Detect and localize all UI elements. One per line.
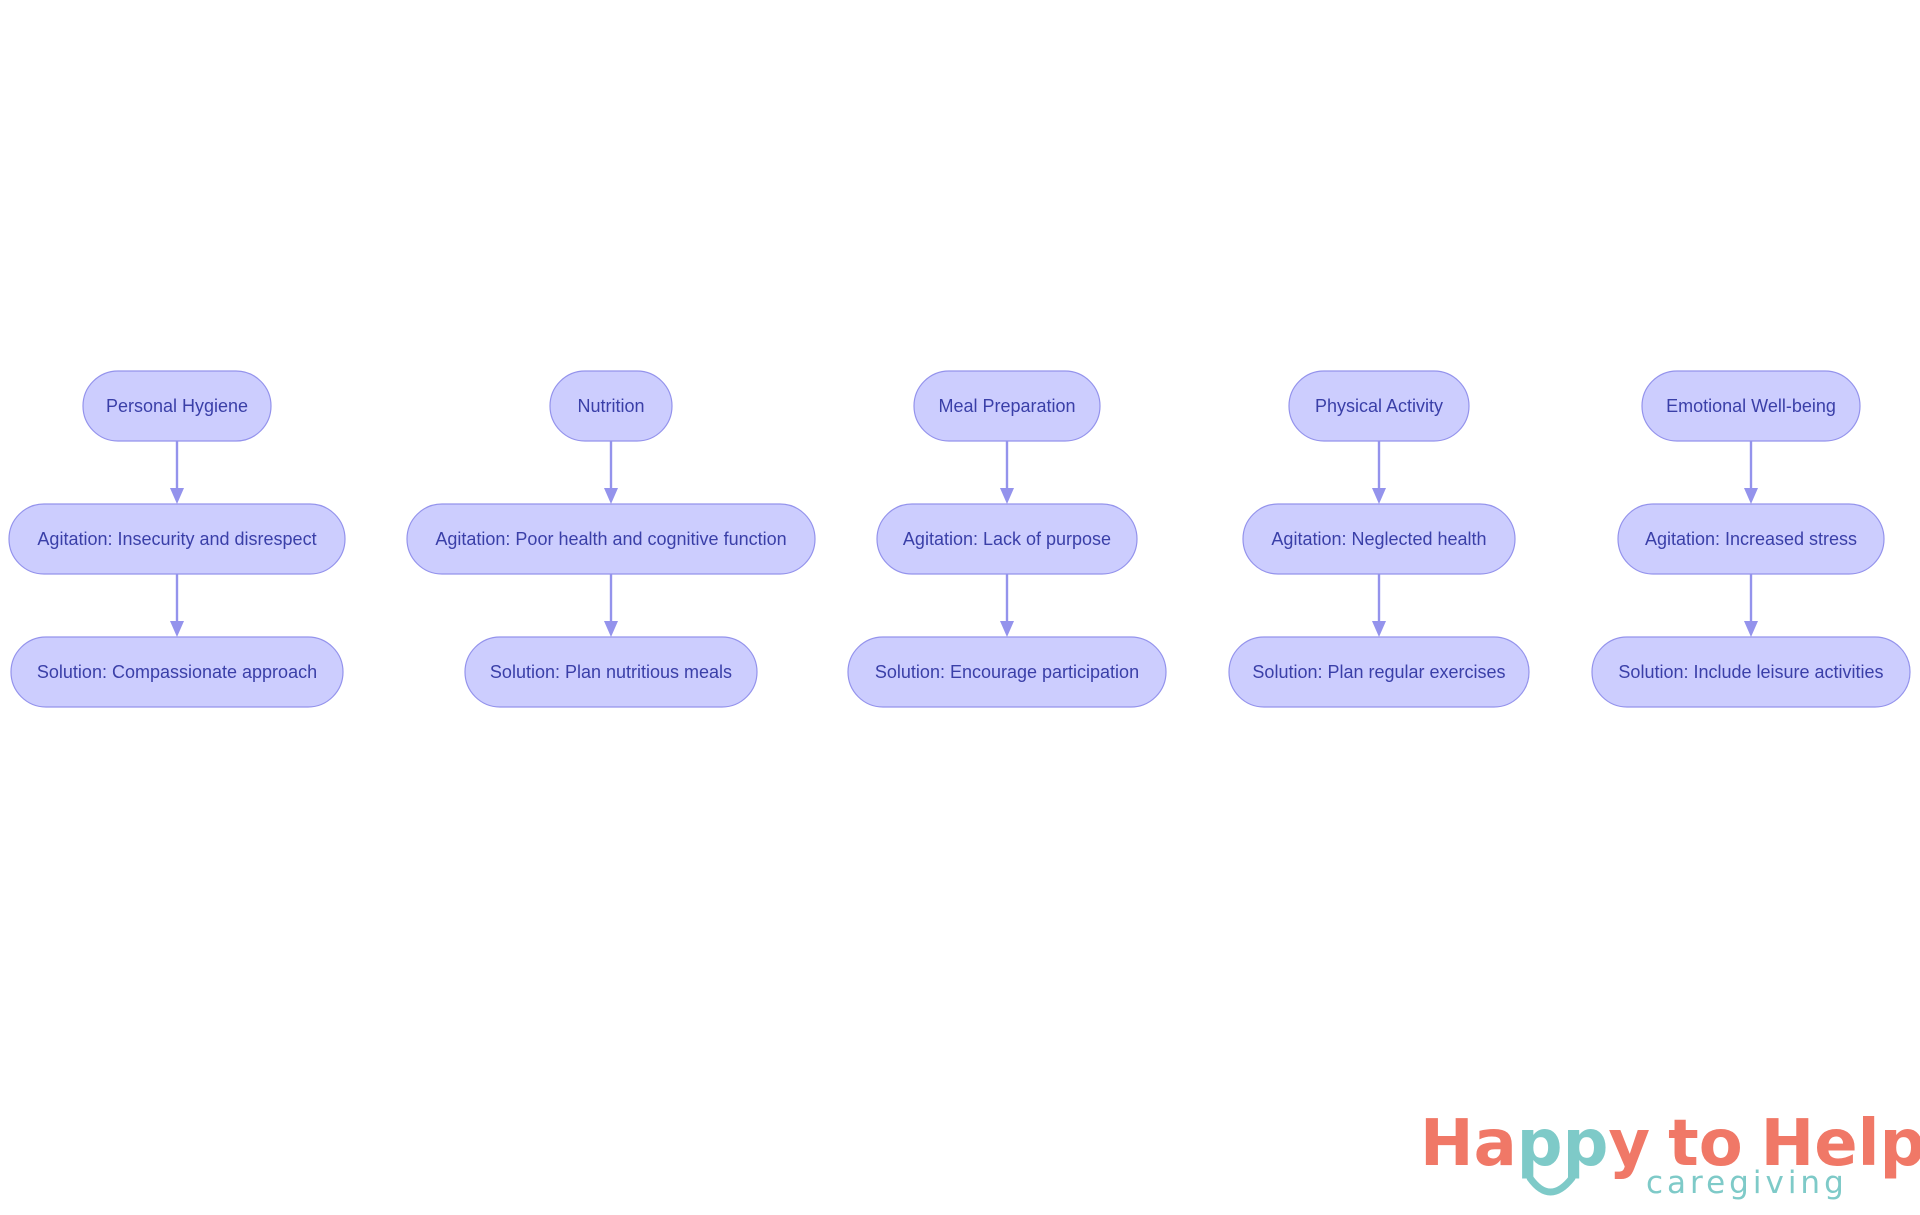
emotional-solution-node: Solution: Include leisure activities <box>1591 636 1911 708</box>
arrow-head-icon <box>1372 488 1386 504</box>
smile-icon <box>1526 1174 1576 1196</box>
nutrition-topic-node: Nutrition <box>549 370 673 442</box>
meal-prep-edge-topic-to-agitation <box>1000 441 1014 504</box>
hygiene-solution-node: Solution: Compassionate approach <box>10 636 344 708</box>
nutrition-solution-node-box <box>464 636 758 708</box>
nutrition-solution-node: Solution: Plan nutritious meals <box>464 636 758 708</box>
nutrition-topic-node-label: Nutrition <box>577 396 644 416</box>
nutrition-edge-agitation-to-solution <box>604 574 618 637</box>
meal-prep-solution-node-label: Solution: Encourage participation <box>875 662 1139 682</box>
meal-prep-topic-node: Meal Preparation <box>913 370 1101 442</box>
arrow-head-icon <box>1000 621 1014 637</box>
meal-prep-solution-node: Solution: Encourage participation <box>847 636 1167 708</box>
flow-edges <box>170 441 1758 637</box>
arrow-head-icon <box>170 488 184 504</box>
logo-text-caregiving: caregiving <box>1646 1165 1848 1201</box>
emotional-agitation-node-label: Agitation: Increased stress <box>1645 529 1857 549</box>
physical-edge-agitation-to-solution <box>1372 574 1386 637</box>
emotional-solution-node-box <box>1591 636 1911 708</box>
logo-text-to: to <box>1668 1107 1743 1181</box>
arrow-head-icon <box>604 621 618 637</box>
emotional-edge-topic-to-agitation <box>1744 441 1758 504</box>
hygiene-topic-node-label: Personal Hygiene <box>106 396 248 416</box>
physical-agitation-node-box <box>1242 503 1516 575</box>
meal-prep-agitation-node-label: Agitation: Lack of purpose <box>903 529 1111 549</box>
meal-prep-solution-node-box <box>847 636 1167 708</box>
meal-prep-agitation-node: Agitation: Lack of purpose <box>876 503 1138 575</box>
emotional-topic-node-label: Emotional Well-being <box>1666 396 1836 416</box>
physical-edge-topic-to-agitation <box>1372 441 1386 504</box>
emotional-edge-agitation-to-solution <box>1744 574 1758 637</box>
nutrition-agitation-node: Agitation: Poor health and cognitive fun… <box>406 503 816 575</box>
physical-solution-node-box <box>1228 636 1530 708</box>
nutrition-topic-node-box <box>549 370 673 442</box>
arrow-head-icon <box>1000 488 1014 504</box>
hygiene-solution-node-label: Solution: Compassionate approach <box>37 662 317 682</box>
meal-prep-edge-agitation-to-solution <box>1000 574 1014 637</box>
nutrition-agitation-node-label: Agitation: Poor health and cognitive fun… <box>435 529 786 549</box>
nutrition-edge-topic-to-agitation <box>604 441 618 504</box>
physical-solution-node-label: Solution: Plan regular exercises <box>1252 662 1505 682</box>
hygiene-topic-node: Personal Hygiene <box>82 370 272 442</box>
emotional-solution-node-label: Solution: Include leisure activities <box>1618 662 1883 682</box>
hygiene-topic-node-box <box>82 370 272 442</box>
physical-topic-node-box <box>1288 370 1470 442</box>
emotional-agitation-node: Agitation: Increased stress <box>1617 503 1885 575</box>
nutrition-agitation-node-box <box>406 503 816 575</box>
emotional-agitation-node-box <box>1617 503 1885 575</box>
hygiene-agitation-node-label: Agitation: Insecurity and disrespect <box>37 529 316 549</box>
physical-topic-node-label: Physical Activity <box>1315 396 1443 416</box>
hygiene-edge-agitation-to-solution <box>170 574 184 637</box>
emotional-topic-node-box <box>1641 370 1861 442</box>
logo-text-happy-pp: pp <box>1517 1107 1609 1181</box>
meal-prep-topic-node-box <box>913 370 1101 442</box>
meal-prep-agitation-node-box <box>876 503 1138 575</box>
hygiene-agitation-node: Agitation: Insecurity and disrespect <box>8 503 346 575</box>
emotional-topic-node: Emotional Well-being <box>1641 370 1861 442</box>
physical-agitation-node-label: Agitation: Neglected health <box>1271 529 1486 549</box>
hygiene-edge-topic-to-agitation <box>170 441 184 504</box>
arrow-head-icon <box>604 488 618 504</box>
hygiene-solution-node-box <box>10 636 344 708</box>
arrow-head-icon <box>170 621 184 637</box>
arrow-head-icon <box>1744 621 1758 637</box>
logo-text-happy-start: Ha <box>1420 1107 1517 1181</box>
hygiene-agitation-node-box <box>8 503 346 575</box>
arrow-head-icon <box>1372 621 1386 637</box>
physical-agitation-node: Agitation: Neglected health <box>1242 503 1516 575</box>
arrow-head-icon <box>1744 488 1758 504</box>
meal-prep-topic-node-label: Meal Preparation <box>938 396 1075 416</box>
nutrition-solution-node-label: Solution: Plan nutritious meals <box>490 662 732 682</box>
physical-topic-node: Physical Activity <box>1288 370 1470 442</box>
logo-text-happy-end: y <box>1608 1107 1650 1181</box>
logo-text-help: Help <box>1761 1107 1920 1181</box>
physical-solution-node: Solution: Plan regular exercises <box>1228 636 1530 708</box>
